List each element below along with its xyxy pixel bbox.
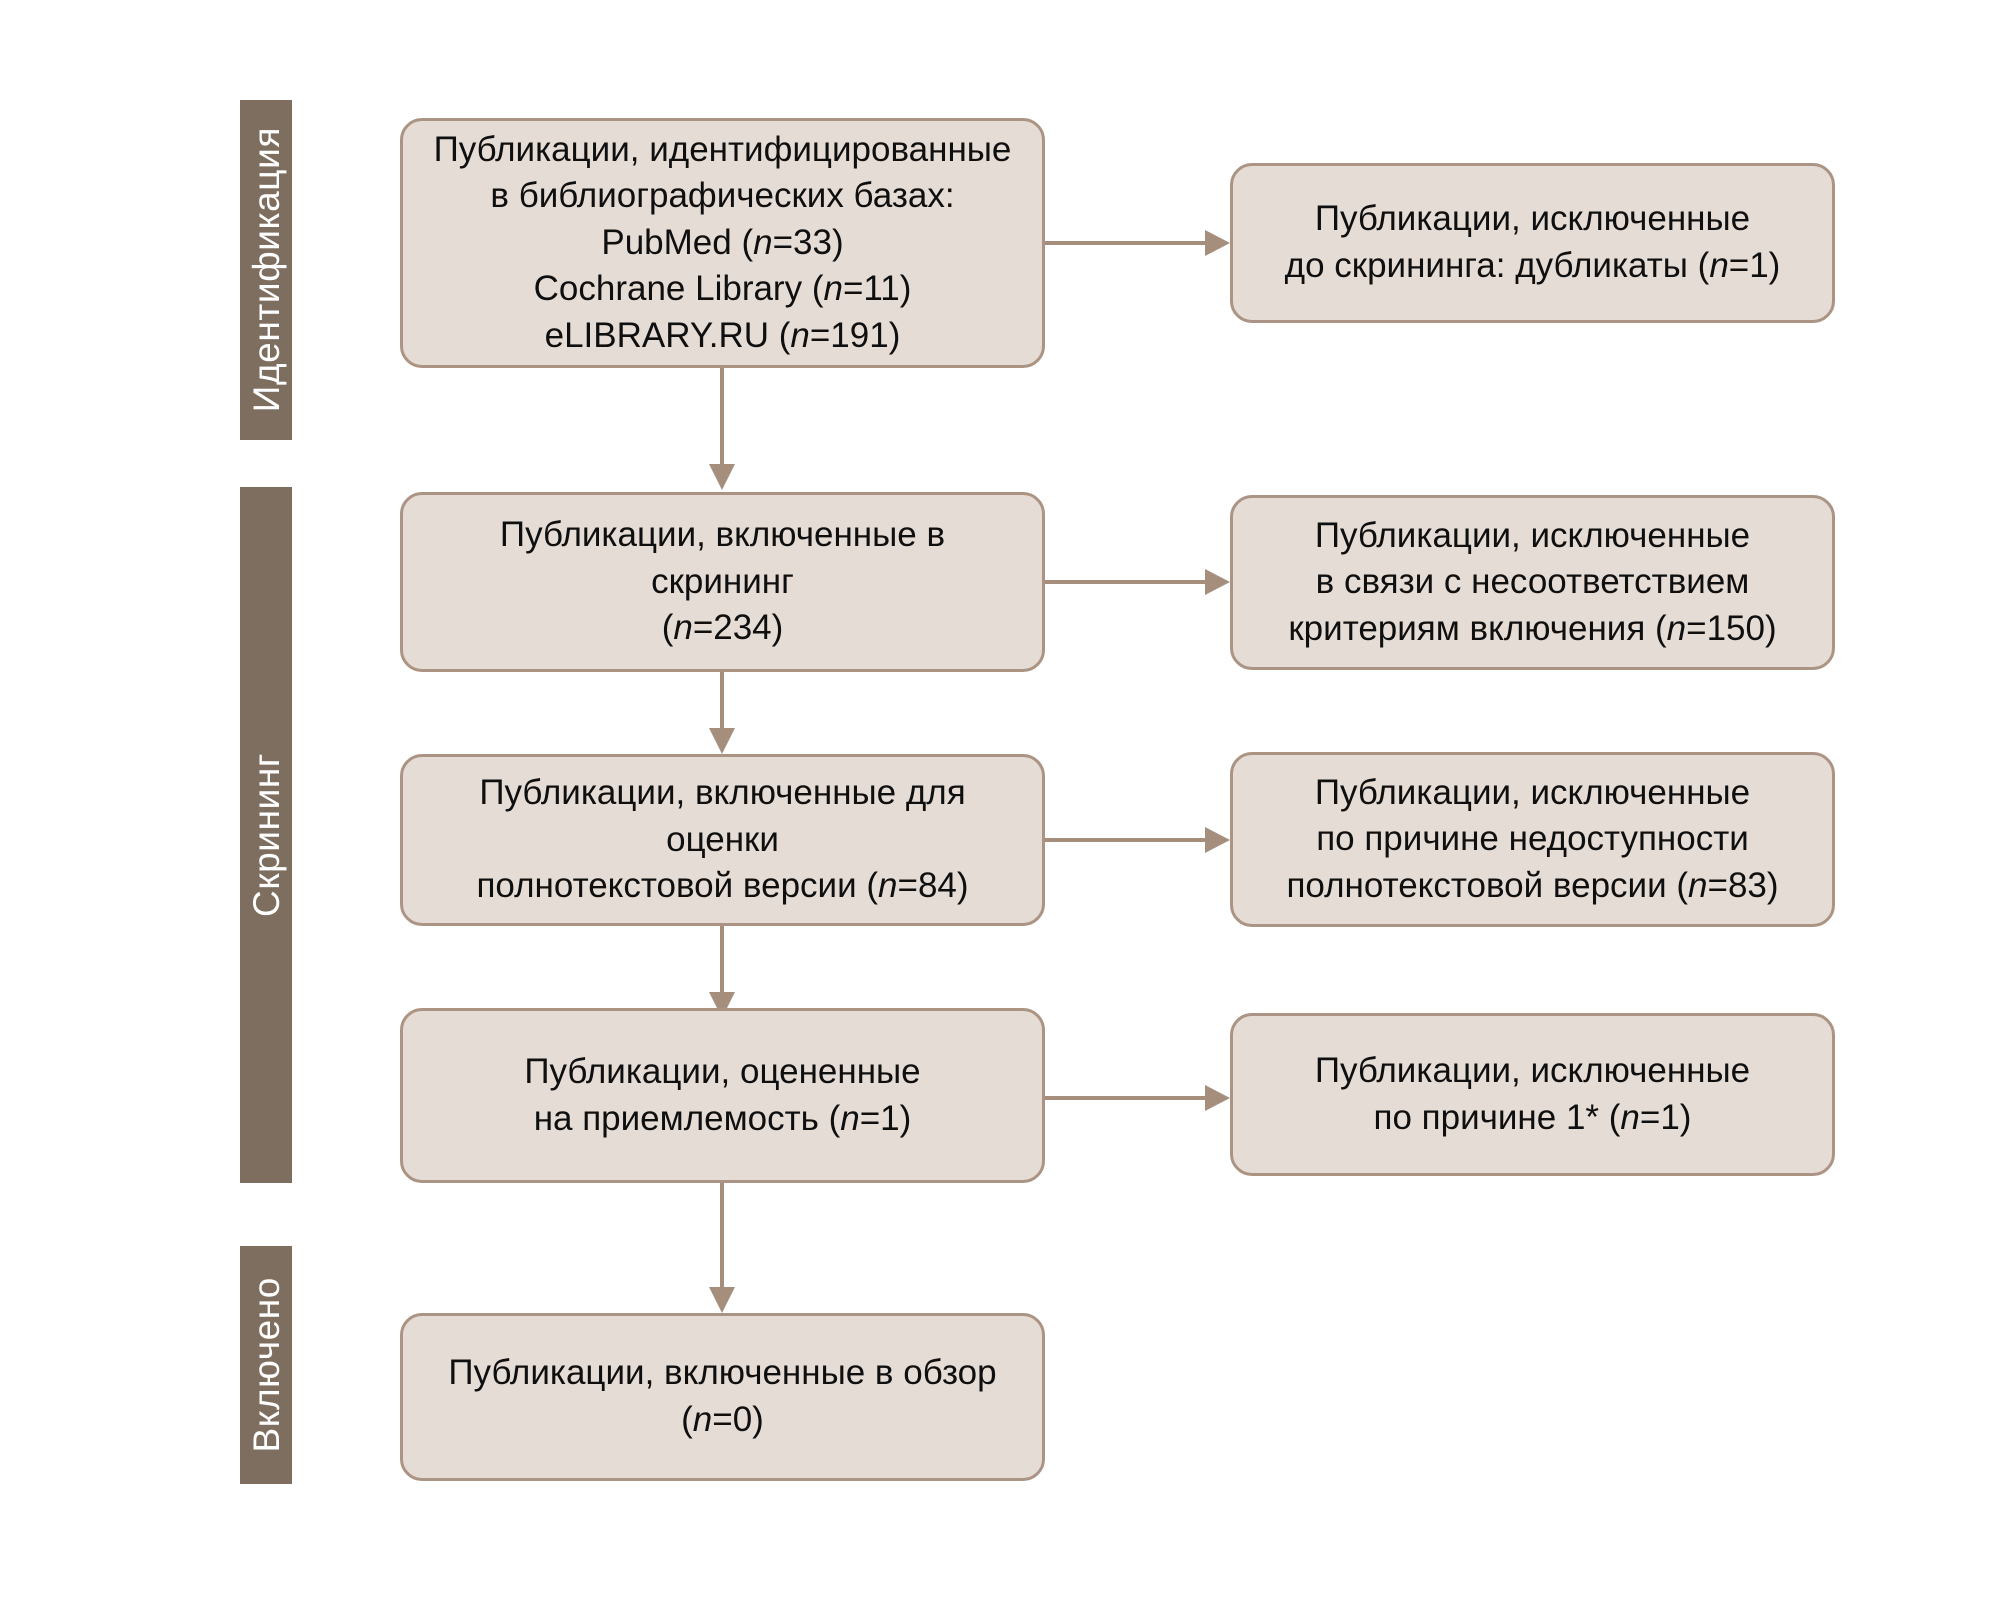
stage-bar-identification: Идентификация: [240, 100, 292, 440]
box-included-in-review-text: Публикации, включенные в обзор(n=0): [448, 1353, 997, 1439]
stage-label-included: Включено: [245, 1277, 287, 1453]
arrow-fulltext-to-eligibility: [707, 926, 737, 1018]
arrow-screened-to-excluded-criteria: [1045, 567, 1230, 597]
stage-bar-screening: Скрининг: [240, 487, 292, 1183]
arrow-identified-to-excluded-duplicates: [1045, 228, 1230, 258]
arrow-fulltext-to-excluded-unavailable: [1045, 825, 1230, 855]
box-records-screened: Публикации, включенные в скрининг(n=234): [400, 492, 1045, 672]
arrow-eligibility-to-included: [707, 1183, 737, 1313]
box-included-in-review: Публикации, включенные в обзор(n=0): [400, 1313, 1045, 1481]
stage-label-identification: Идентификация: [245, 127, 287, 413]
box-records-screened-text: Публикации, включенные в скрининг(n=234): [499, 515, 946, 648]
arrow-screened-to-fulltext: [707, 672, 737, 754]
arrow-identified-to-screened: [707, 368, 737, 490]
stage-label-screening: Скрининг: [245, 753, 287, 917]
stage-bar-included: Включено: [240, 1246, 292, 1484]
arrow-eligibility-to-excluded-reason1: [1045, 1083, 1230, 1113]
